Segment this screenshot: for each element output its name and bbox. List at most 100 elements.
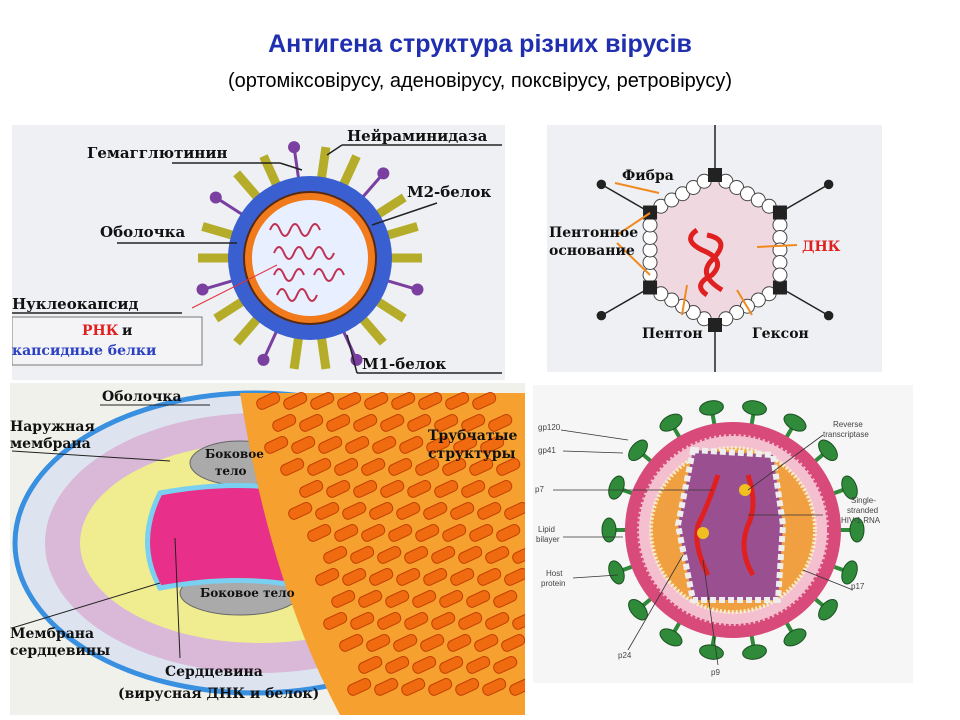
tubule: [377, 546, 402, 564]
label-rt-1: Reverse: [833, 420, 863, 429]
tubule: [353, 414, 378, 432]
tubule: [372, 436, 397, 454]
tubule: [407, 480, 432, 498]
tubule: [431, 612, 456, 630]
neuraminidase-head: [257, 353, 270, 366]
tubule: [423, 568, 448, 586]
hemagglutinin-spike: [259, 154, 281, 188]
neuraminidase-head: [196, 283, 209, 296]
label-hemagglutinin: Гемагглютинин: [87, 144, 228, 162]
tubule: [466, 590, 491, 608]
penton-base: [708, 168, 722, 182]
gp120-head: [783, 628, 807, 647]
tubule: [493, 656, 518, 674]
fiber-knob: [823, 179, 834, 190]
hemagglutinin-spike: [213, 297, 246, 323]
fiber: [779, 286, 830, 317]
tubule: [280, 458, 305, 476]
gp120-head: [783, 413, 807, 432]
tubule: [485, 612, 510, 630]
tubule: [369, 502, 394, 520]
label-core-2: (вирусная ДНК и белок): [118, 686, 319, 702]
tubule: [385, 590, 410, 608]
tubule: [315, 502, 340, 520]
tubule: [385, 656, 410, 674]
tubule: [350, 546, 375, 564]
label-lipid-2: bilayer: [536, 535, 560, 544]
dna-strand: [688, 227, 724, 298]
hemagglutinin-spike: [201, 222, 235, 240]
hemagglutinin-spike: [339, 154, 361, 188]
tubule: [472, 392, 497, 410]
label-lipid-1: Lipid: [538, 525, 555, 534]
tubule: [404, 546, 429, 564]
tubule: [442, 524, 467, 542]
hemagglutinin-spike: [289, 336, 304, 370]
tubule: [488, 480, 513, 498]
fiber: [600, 183, 651, 214]
tubule: [469, 524, 494, 542]
tubule: [396, 502, 421, 520]
label-rna-1: Single-: [851, 496, 876, 505]
tubule: [512, 612, 525, 630]
label-rt-2: transcriptase: [823, 430, 869, 439]
label-nucleocapsid: Нуклеокапсид: [12, 295, 139, 313]
gp120-head: [659, 413, 683, 432]
tubule: [310, 392, 335, 410]
penton-base: [643, 280, 658, 295]
neuraminidase-head: [288, 141, 301, 154]
label-host-2: protein: [541, 579, 565, 588]
tubule: [307, 458, 332, 476]
tubule: [420, 634, 445, 652]
tubule: [347, 678, 372, 696]
gp120-head: [601, 517, 617, 543]
tubule: [447, 634, 472, 652]
label-outer-membrane-1: Наружная: [10, 419, 95, 435]
tubule: [477, 568, 502, 586]
label-outer-membrane-2: мембрана: [10, 436, 91, 452]
fiber: [600, 286, 651, 317]
gp120-head: [628, 439, 648, 462]
tubule: [482, 678, 507, 696]
label-core-1: Сердцевина: [165, 664, 263, 680]
label-m1-protein: М1-белок: [362, 355, 446, 373]
rna-segments: [269, 223, 345, 302]
tubule: [401, 678, 426, 696]
label-penton-base-1: Пентонное: [549, 225, 638, 241]
tubule: [256, 392, 281, 410]
tubule: [361, 524, 386, 542]
tubule: [504, 502, 525, 520]
label-p17: p17: [851, 582, 865, 591]
tubule: [480, 436, 505, 454]
tubule: [415, 524, 440, 542]
hemagglutinin-spike: [316, 336, 331, 370]
adenovirus-diagram: Фибра Пентонное основание ДНК Пентон Гек…: [547, 125, 882, 372]
gp120-head: [818, 439, 838, 462]
tubule: [288, 502, 313, 520]
tubule: [366, 634, 391, 652]
tubule: [299, 480, 324, 498]
tubule: [299, 414, 324, 432]
hiv-diagram: gp120 gp41 p7 Lipid bilayer Host protein…: [533, 385, 913, 683]
tubule: [469, 458, 494, 476]
hexon: [642, 242, 658, 258]
label-rna-3: HIV-1 RNA: [841, 516, 881, 525]
neuraminidase-head: [411, 283, 424, 296]
tubule: [272, 414, 297, 432]
penton-base: [772, 280, 787, 295]
tubule: [477, 502, 502, 520]
tubule: [415, 458, 440, 476]
fibers: [596, 125, 834, 372]
tubule: [364, 392, 389, 410]
tubule: [342, 502, 367, 520]
label-envelope: Оболочка: [100, 223, 185, 241]
tubule: [350, 612, 375, 630]
tubule: [391, 392, 416, 410]
label-p9: p9: [711, 668, 720, 677]
poxvirus-diagram: Оболочка Наружная мембрана Трубчатые стр…: [10, 383, 525, 715]
label-host-1: Host: [546, 569, 563, 578]
hexon: [642, 230, 658, 245]
surface-spikes: [196, 141, 424, 370]
label-tubular-1: Трубчатые: [428, 428, 518, 444]
tubule: [318, 436, 343, 454]
